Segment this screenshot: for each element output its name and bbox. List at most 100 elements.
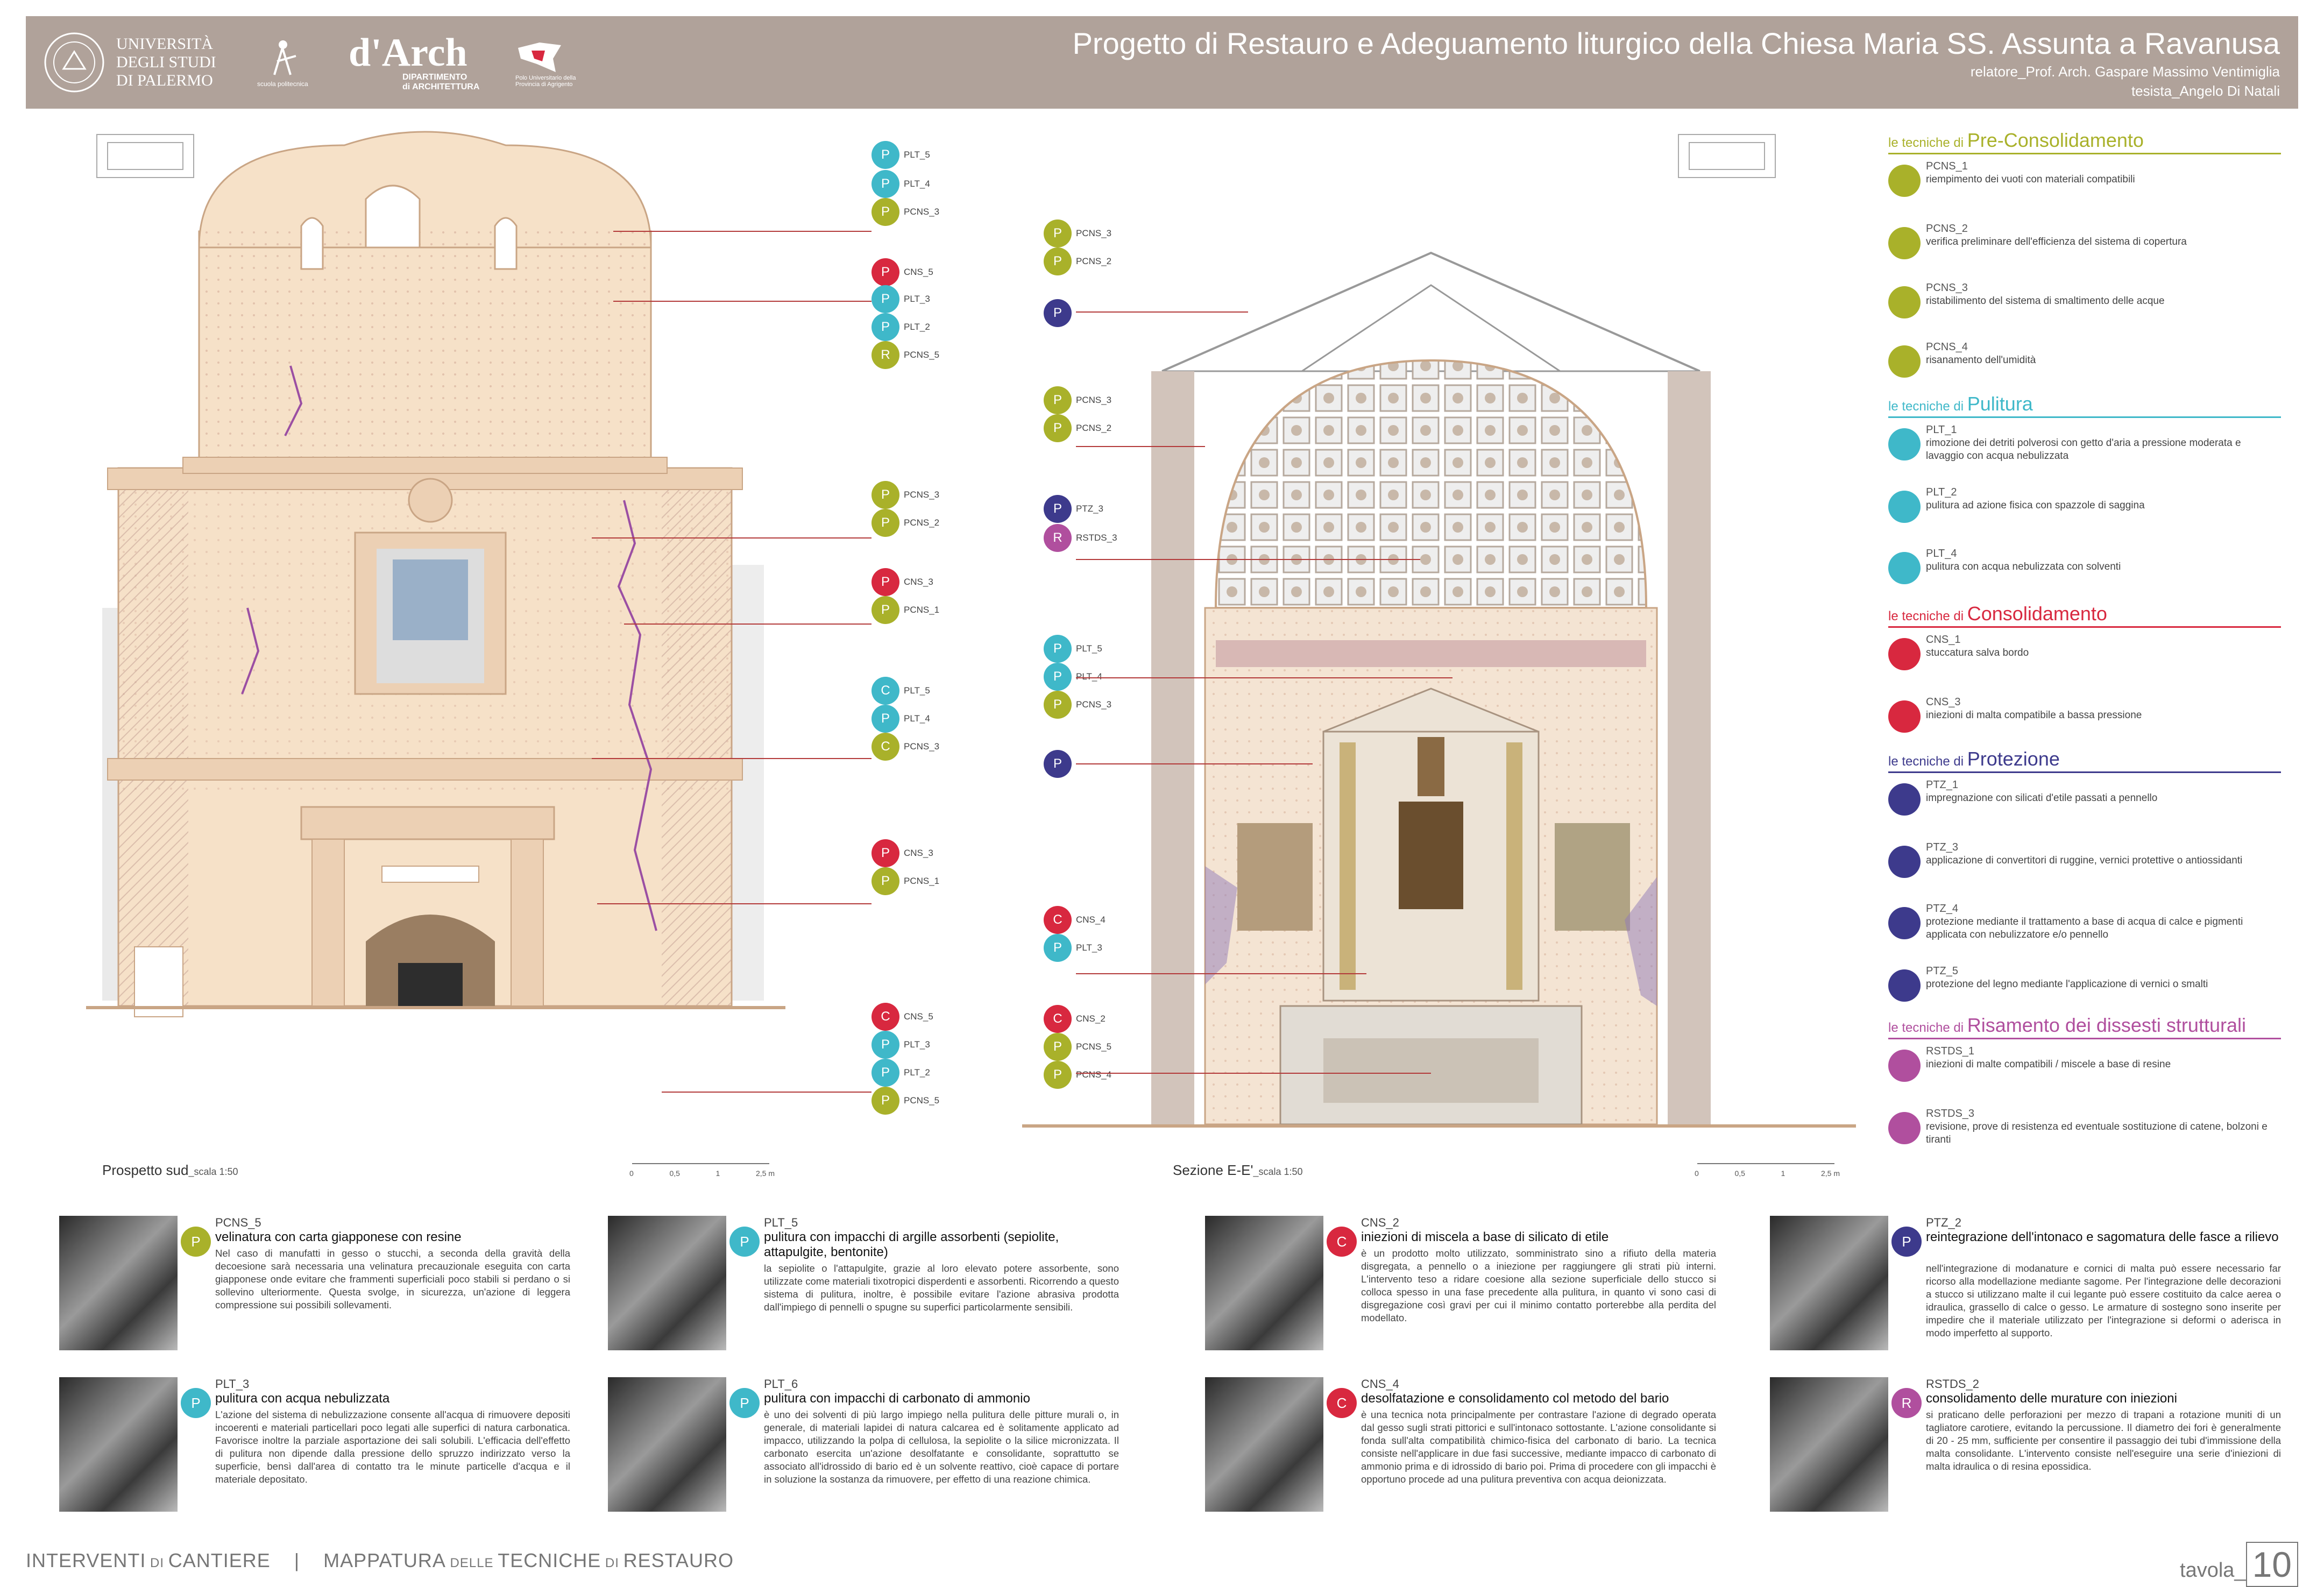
technique-text: la sepiolite o l'attapulgite, grazie al … xyxy=(764,1263,1119,1313)
preconsolidamento-icon: R xyxy=(872,341,899,369)
pulitura-icon xyxy=(1888,552,1921,584)
pulitura-icon xyxy=(1888,491,1921,523)
footer-part2: CANTIERE xyxy=(168,1549,271,1571)
technique-title: desolfatazione e consolidamento col meto… xyxy=(1361,1391,1669,1406)
politecnico-figure-icon xyxy=(273,40,296,75)
legend-underline xyxy=(1888,1038,2281,1039)
tavola-text: tavola_ xyxy=(2180,1559,2246,1582)
tag-code: PLT_5 xyxy=(1076,643,1102,654)
preconsolidamento-icon: P xyxy=(1044,219,1072,247)
legend-code: PTZ_3 xyxy=(1926,841,1959,853)
legend-heading-text: Protezione xyxy=(1967,748,2060,770)
legend-heading-prefix: le tecniche di xyxy=(1888,1021,1967,1035)
consolidamento-icon xyxy=(1888,700,1921,733)
technique-text: si praticano delle perforazioni per mezz… xyxy=(1926,1409,2281,1472)
section-drawing xyxy=(1022,124,1856,1146)
unipa-line1: UNIVERSITÀ xyxy=(116,35,213,53)
tag-code: CNS_3 xyxy=(904,848,933,858)
technique-photo xyxy=(1205,1377,1323,1512)
annotation-tag: P xyxy=(1044,299,1076,327)
scale-tick: 0 xyxy=(1695,1169,1699,1178)
legend-heading-prefix: le tecniche di xyxy=(1888,399,1967,414)
left-caption-scale: _scala 1:50 xyxy=(188,1166,238,1177)
technique-code: PTZ_2 xyxy=(1926,1216,1962,1229)
pulitura-icon: P xyxy=(872,1059,899,1087)
legend-code: PTZ_4 xyxy=(1926,903,1959,915)
legend-description: iniezioni di malta compatibile a bassa p… xyxy=(1926,710,2142,721)
polo-logo: Polo Universitario della Provincia di Ag… xyxy=(515,26,580,99)
pulitura-icon: P xyxy=(1044,635,1072,663)
legend-code: PTZ_1 xyxy=(1926,779,1959,791)
unipa-line3: DI PALERMO xyxy=(116,72,213,89)
technique-code: PCNS_5 xyxy=(215,1216,261,1229)
consolidamento-icon: C xyxy=(1044,906,1072,934)
legend-description: applicazione di convertitori di ruggine,… xyxy=(1926,855,2243,866)
protezione-icon: P xyxy=(1044,299,1072,327)
preconsolidamento-icon: C xyxy=(872,733,899,761)
tavola-label: tavola_10 xyxy=(2180,1542,2298,1587)
legend-heading-text: Risamento dei dissesti strutturali xyxy=(1967,1014,2246,1036)
preconsolidamento-icon: P xyxy=(872,198,899,226)
legend-heading-text: Consolidamento xyxy=(1967,603,2107,625)
pulitura-icon: P xyxy=(872,170,899,198)
footer-part1: INTERVENTI xyxy=(26,1549,146,1571)
tag-code: PLT_4 xyxy=(904,713,930,724)
technique-photo xyxy=(608,1216,726,1350)
technique-text: Nel caso di manufatti in gesso o stucchi… xyxy=(215,1248,570,1310)
technique-code: PLT_3 xyxy=(215,1377,250,1391)
tag-code: PCNS_3 xyxy=(904,490,940,500)
footer-separator: | xyxy=(294,1549,300,1571)
legend-heading-pulitura: le tecniche di Pulitura xyxy=(1888,393,2033,415)
preconsolidamento-icon xyxy=(1888,286,1921,318)
legend-code: PCNS_2 xyxy=(1926,223,1968,235)
annotation-tag: P xyxy=(1044,750,1076,778)
legend-code: CNS_3 xyxy=(1926,696,1961,708)
technique-photo xyxy=(59,1377,178,1512)
pulitura-icon: P xyxy=(1044,663,1072,691)
unipa-seal-icon xyxy=(44,32,104,93)
consolidamento-icon: P xyxy=(872,568,899,596)
right-caption: Sezione E-E'_scala 1:50 xyxy=(1173,1162,1303,1179)
legend-underline xyxy=(1888,626,2281,628)
technique-text: è uno dei solventi di più largo impiego … xyxy=(764,1409,1119,1485)
sicily-map-icon xyxy=(518,42,561,72)
pulitura-icon: P xyxy=(1044,934,1072,962)
darch-logo: d'Arch DIPARTIMENTO di ARCHITETTURA xyxy=(349,26,479,99)
footer-part3: MAPPATURA xyxy=(323,1549,446,1571)
tag-code: PCNS_4 xyxy=(1076,1069,1112,1080)
legend-underline xyxy=(1888,416,2281,418)
legend-description: pulitura con acqua nebulizzata con solve… xyxy=(1926,561,2121,572)
tesista-text: tesista_Angelo Di Natali xyxy=(2131,83,2280,99)
legend-code: PLT_4 xyxy=(1926,548,1957,559)
footer-part4-small: DI xyxy=(601,1556,623,1570)
protezione-icon xyxy=(1888,783,1921,816)
legend-heading-prefix: le tecniche di xyxy=(1888,754,1967,769)
unipa-line2: DEGLI STUDI xyxy=(116,53,216,71)
legend-description: revisione, prove di resistenza ed eventu… xyxy=(1926,1121,2268,1145)
technique-title: pulitura con impacchi di carbonato di am… xyxy=(764,1391,1030,1406)
tag-code: CNS_3 xyxy=(904,577,933,587)
politecnico-text: scuola politecnica xyxy=(257,80,308,88)
preconsolidamento-icon: P xyxy=(1044,414,1072,442)
tag-code: PCNS_3 xyxy=(904,741,940,752)
protezione-icon: P xyxy=(1044,750,1072,778)
preconsolidamento-icon: P xyxy=(872,1087,899,1115)
preconsolidamento-icon xyxy=(1888,345,1921,378)
tag-code: PCNS_5 xyxy=(904,1095,940,1106)
technique-photo xyxy=(59,1216,178,1350)
darch-main: d'Arch xyxy=(349,31,467,75)
